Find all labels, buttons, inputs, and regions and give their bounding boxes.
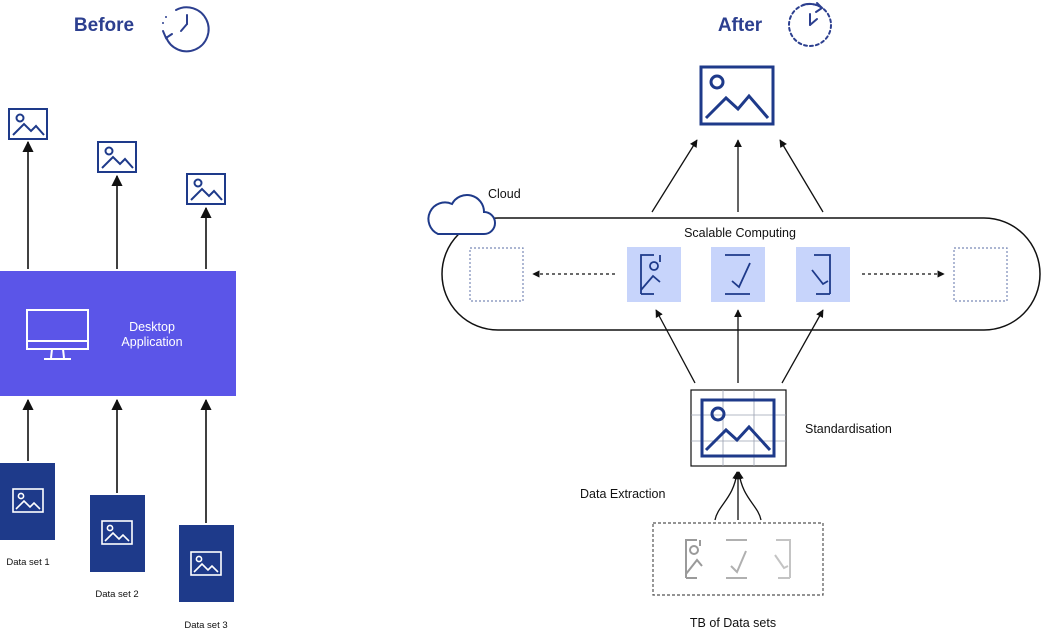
compute-tile — [796, 247, 850, 302]
output-image-icon — [699, 65, 775, 126]
after-clock-icon — [788, 2, 832, 47]
image-icon — [190, 551, 222, 576]
dataset-label: Data set 3 — [184, 620, 227, 631]
output-arrow — [651, 139, 698, 213]
monitor-icon — [26, 309, 89, 360]
data-extraction-arrows — [714, 471, 762, 521]
after-heading: After — [718, 15, 763, 36]
standardisation-label: Standardisation — [805, 422, 892, 436]
before-heading: Before — [74, 15, 134, 36]
output-arrow — [779, 139, 824, 213]
dataset-label: Data set 2 — [95, 589, 138, 600]
desktop-application-label: Desktop — [129, 320, 175, 334]
cloud-icon — [427, 194, 496, 235]
empty-compute-slot — [469, 247, 524, 302]
dataset-tile-3 — [179, 525, 234, 602]
dataset-label: Data set 1 — [6, 557, 49, 568]
image-icon — [8, 108, 48, 140]
compute-input-arrow — [781, 309, 824, 384]
desktop-application-block — [0, 271, 236, 396]
image-icon — [700, 398, 776, 458]
compute-tile — [711, 247, 765, 302]
scalable-computing-label: Scalable Computing — [684, 226, 796, 240]
raw-dataset-icon — [685, 539, 703, 579]
data-extraction-label: Data Extraction — [580, 487, 666, 501]
image-icon — [101, 520, 133, 545]
empty-compute-slot — [953, 247, 1008, 302]
raw-dataset-icon — [774, 539, 791, 579]
compute-input-arrow — [655, 309, 696, 384]
image-icon — [12, 488, 44, 513]
before-clock-icon — [162, 6, 210, 53]
image-icon — [97, 141, 137, 173]
dataset-tile-1 — [0, 463, 55, 540]
image-icon — [186, 173, 226, 205]
desktop-application-label: Application — [121, 335, 182, 349]
dataset-tile-2 — [90, 495, 145, 572]
tb-datasets-label: TB of Data sets — [690, 616, 776, 630]
raw-datasets-box — [652, 522, 824, 596]
cloud-label: Cloud — [488, 187, 521, 201]
compute-tile — [627, 247, 681, 302]
raw-dataset-icon — [726, 539, 747, 579]
standardisation-grid — [690, 389, 787, 467]
